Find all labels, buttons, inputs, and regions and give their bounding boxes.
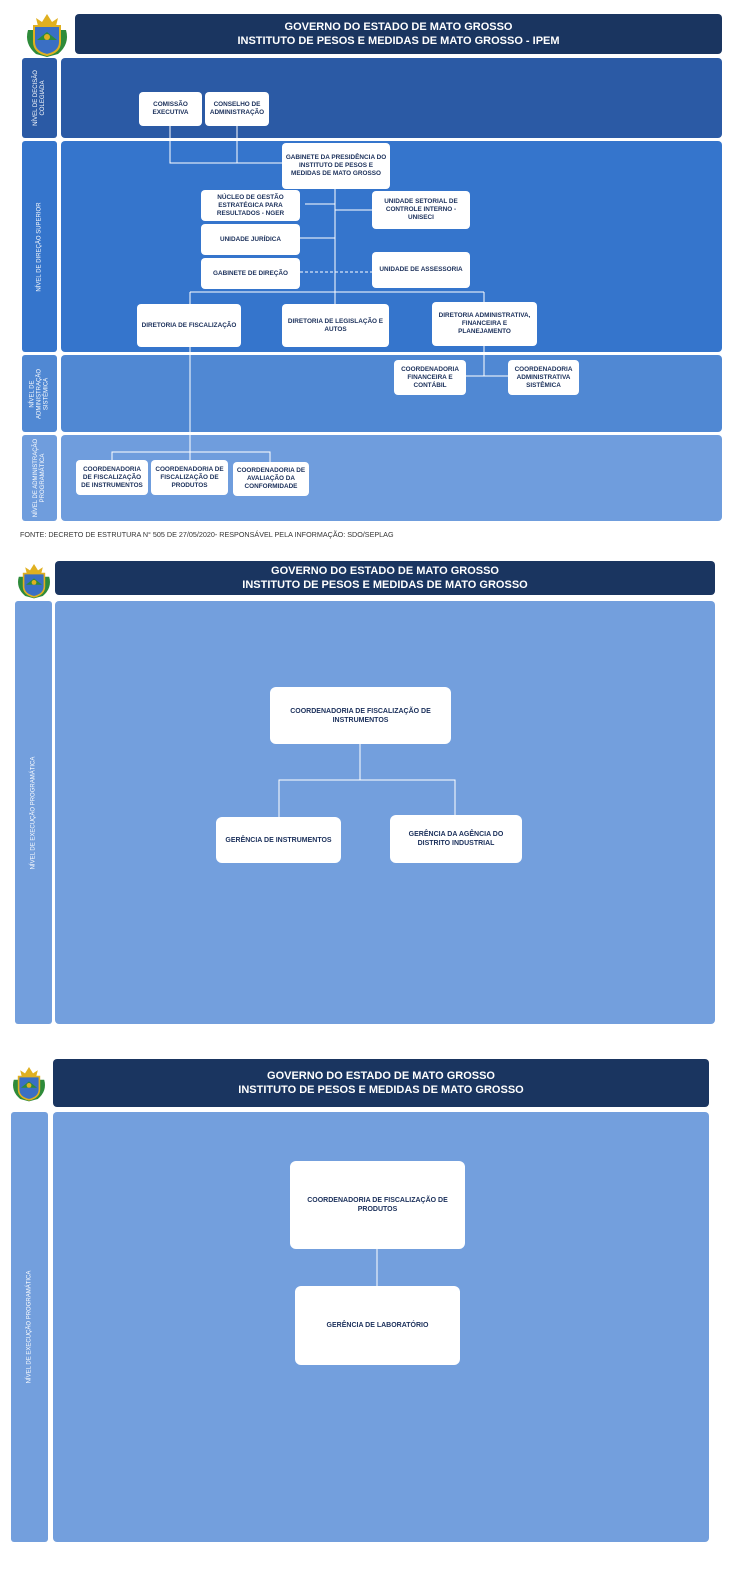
source-note: FONTE: DECRETO DE ESTRUTURA N° 505 DE 27… <box>20 530 394 539</box>
header-line2: INSTITUTO DE PESOS E MEDIDAS DE MATO GRO… <box>242 579 528 591</box>
box-unidade-assessoria: UNIDADE DE ASSESSORIA <box>372 252 470 288</box>
box-coord-fisc-instrumentos-p2: COORDENADORIA DE FISCALIZAÇÃO DE INSTRUM… <box>270 687 451 744</box>
level-label-decisao: NÍVEL DE DECISÃO COLEGIADA <box>22 58 57 138</box>
box-coord-fisc-produtos: COORDENADORIA DE FISCALIZAÇÃO DE PRODUTO… <box>151 460 228 495</box>
box-unidade-setorial: UNIDADE SETORIAL DE CONTROLE INTERNO - U… <box>372 191 470 229</box>
page1-header: GOVERNO DO ESTADO DE MATO GROSSO INSTITU… <box>75 14 722 54</box>
box-coord-administrativa: COORDENADORIA ADMINISTRATIVA SISTÊMICA <box>508 360 579 395</box>
band-adm-sistemica <box>61 355 722 432</box>
level-label-adm-programatica: NÍVEL DE ADMINISTRAÇÃO PROGRAMÁTICA <box>22 435 57 521</box>
header-line2: INSTITUTO DE PESOS E MEDIDAS DE MATO GRO… <box>238 1084 524 1096</box>
header-line1: GOVERNO DO ESTADO DE MATO GROSSO <box>284 21 513 33</box>
header-line1: GOVERNO DO ESTADO DE MATO GROSSO <box>271 565 499 577</box>
box-coord-fisc-produtos-p3: COORDENADORIA DE FISCALIZAÇÃO DE PRODUTO… <box>290 1161 465 1249</box>
box-coord-financeira: COORDENADORIA FINANCEIRA E CONTÁBIL <box>394 360 466 395</box>
level-label-adm-sistemica: NÍVEL DE ADMINISTRAÇÃO SISTÊMICA <box>22 355 57 432</box>
box-unidade-juridica: UNIDADE JURÍDICA <box>201 224 300 255</box>
level-label-execucao: NÍVEL DE EXECUÇÃO PROGRAMÁTICA <box>15 601 52 1024</box>
box-gerencia-instrumentos: GERÊNCIA DE INSTRUMENTOS <box>216 817 341 863</box>
box-diretoria-fiscalizacao: DIRETORIA DE FISCALIZAÇÃO <box>137 304 241 347</box>
box-coord-avaliacao: COORDENADORIA DE AVALIAÇÃO DA CONFORMIDA… <box>233 462 309 496</box>
org-connectors-page1 <box>111 126 508 462</box>
box-gabinete-presidencia: GABINETE DA PRESIDÊNCIA DO INSTITUTO DE … <box>282 143 390 189</box>
coat-of-arms-icon <box>13 1067 45 1102</box>
box-gerencia-laboratorio: GERÊNCIA DE LABORATÓRIO <box>295 1286 460 1365</box>
band-execucao <box>55 601 715 1024</box>
coat-of-arms-icon <box>18 564 50 599</box>
box-gerencia-agencia: GERÊNCIA DA AGÊNCIA DO DISTRITO INDUSTRI… <box>390 815 522 863</box>
box-nucleo-gestao: NÚCLEO DE GESTÃO ESTRATÉGICA PARA RESULT… <box>201 190 300 221</box>
page3-header: GOVERNO DO ESTADO DE MATO GROSSO INSTITU… <box>53 1059 709 1107</box>
coat-of-arms-icon <box>27 14 67 57</box>
box-diretoria-legislacao: DIRETORIA DE LEGISLAÇÃO E AUTOS <box>282 304 389 347</box>
box-comissao-executiva: COMISSÃO EXECUTIVA <box>139 92 202 126</box>
page2-header: GOVERNO DO ESTADO DE MATO GROSSO INSTITU… <box>55 561 715 595</box>
level-label-execucao: NÍVEL DE EXECUÇÃO PROGRAMÁTICA <box>11 1112 48 1542</box>
box-coord-fisc-instrumentos: COORDENADORIA DE FISCALIZAÇÃO DE INSTRUM… <box>76 460 148 495</box>
box-gabinete-direcao: GABINETE DE DIREÇÃO <box>201 258 300 289</box>
header-line1: GOVERNO DO ESTADO DE MATO GROSSO <box>267 1070 495 1082</box>
box-conselho-administracao: CONSELHO DE ADMINISTRAÇÃO <box>205 92 269 126</box>
header-line2: INSTITUTO DE PESOS E MEDIDAS DE MATO GRO… <box>237 35 560 47</box>
level-label-direcao: NÍVEL DE DIREÇÃO SUPERIOR <box>22 141 57 352</box>
box-diretoria-administrativa: DIRETORIA ADMINISTRATIVA, FINANCEIRA E P… <box>432 302 537 346</box>
